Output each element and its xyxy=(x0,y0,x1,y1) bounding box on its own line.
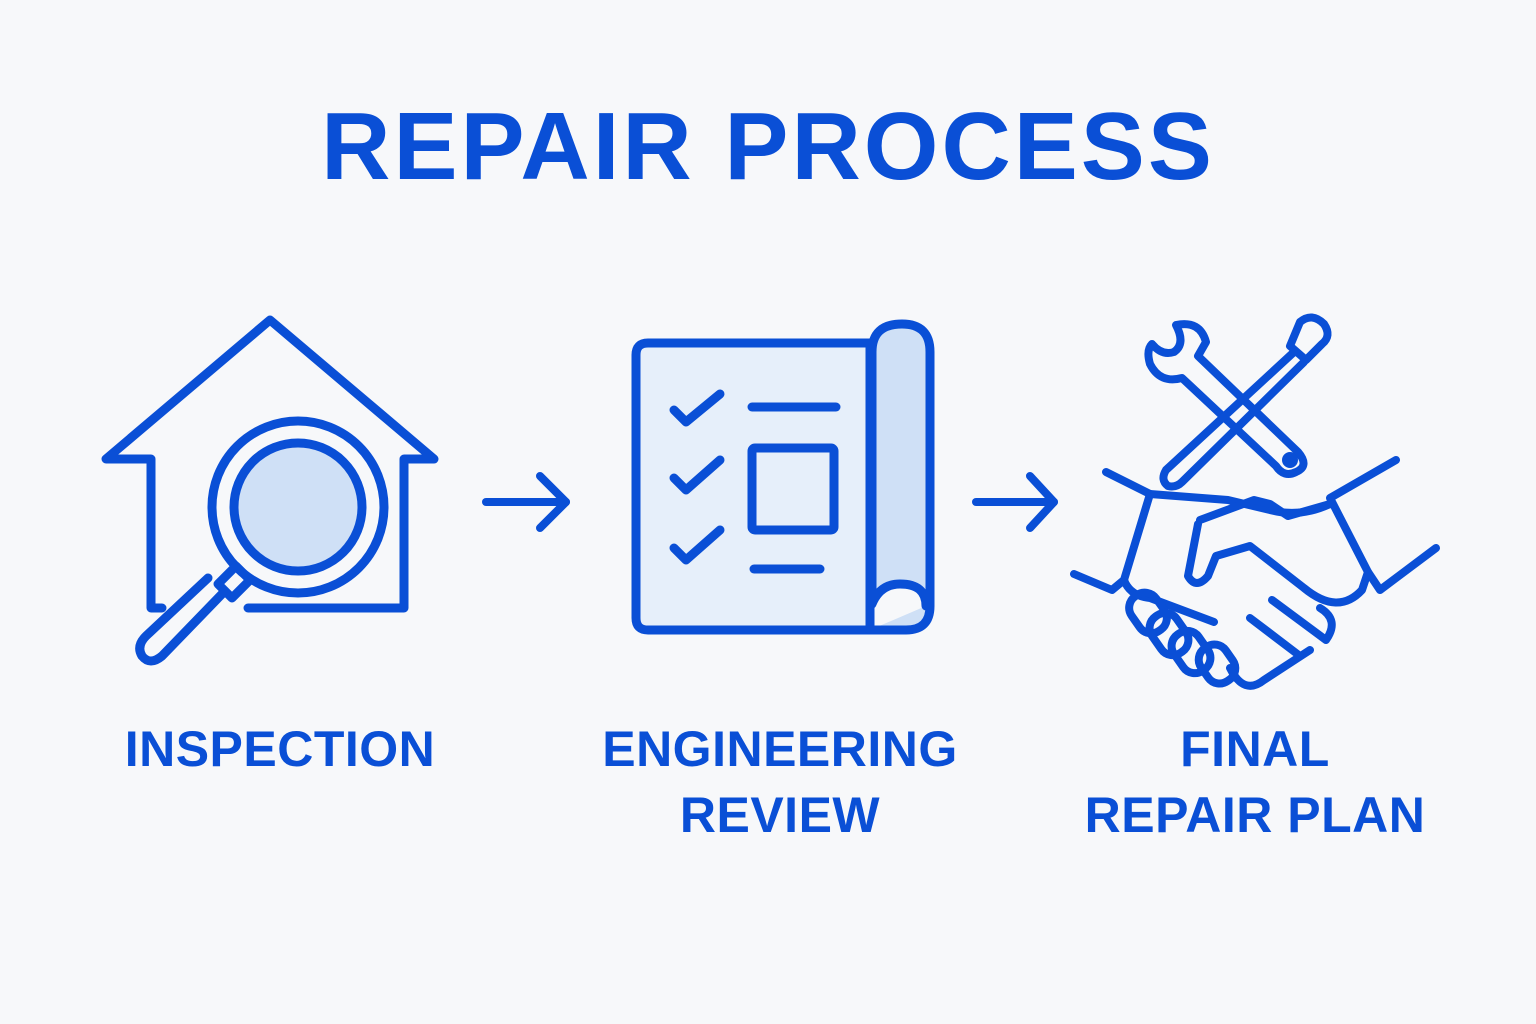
step-label-line: INSPECTION xyxy=(124,721,436,777)
handshake-tools-icon xyxy=(1060,305,1460,705)
page-title: REPAIR PROCESS xyxy=(321,93,1215,200)
step-label-final-repair-plan: FINAL REPAIR PLAN xyxy=(1040,716,1470,848)
step-label-inspection: INSPECTION xyxy=(80,716,480,782)
house-magnifier-icon xyxy=(90,300,460,680)
arrow-right-icon xyxy=(480,470,580,540)
step-label-line: REVIEW xyxy=(679,787,881,843)
step-label-line: FINAL xyxy=(1180,721,1330,777)
arrow-right-icon xyxy=(970,470,1070,540)
step-label-line: REPAIR PLAN xyxy=(1084,787,1426,843)
step-label-line: ENGINEERING xyxy=(602,721,958,777)
blueprint-checklist-icon xyxy=(620,315,950,650)
step-label-engineering-review: ENGINEERING REVIEW xyxy=(560,716,1000,848)
